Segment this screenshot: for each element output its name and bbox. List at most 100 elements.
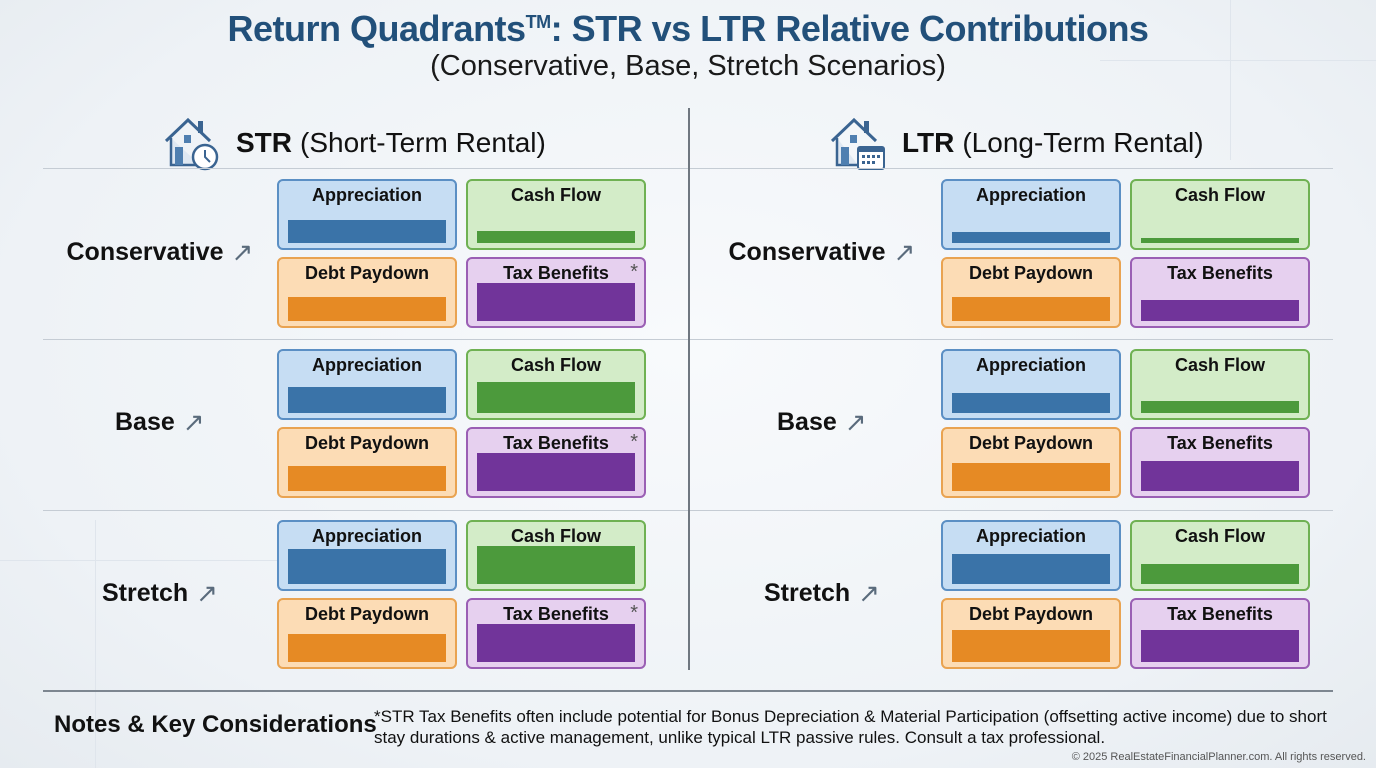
tile-label: Debt Paydown: [304, 433, 429, 453]
tile-label: Appreciation: [975, 185, 1086, 205]
ltr-base-cash-flow-tile: Cash Flow: [1130, 349, 1310, 420]
cash-flow-bar: [1141, 564, 1299, 584]
tile-label: Debt Paydown: [304, 604, 429, 624]
str-conservative-appreciation-tile: Appreciation: [277, 179, 457, 250]
appreciation-bar: [952, 554, 1110, 584]
tile-label: Debt Paydown: [968, 263, 1093, 283]
tile-label: Appreciation: [311, 526, 422, 546]
debt-paydown-bar: [288, 297, 446, 321]
scenario-label-stretch: Stretch↗: [764, 578, 880, 609]
debt-paydown-bar: [288, 634, 446, 662]
str-panel-header: STR(Short-Term Rental): [162, 115, 546, 171]
footnote-asterisk: *: [630, 431, 638, 453]
appreciation-bar: [952, 231, 1110, 243]
tile-label: Tax Benefits: [1167, 604, 1273, 624]
ltr-conservative-appreciation-tile: Appreciation: [941, 179, 1121, 250]
arrow-up-right-icon: ↗: [893, 237, 916, 267]
appreciation-bar: [952, 393, 1110, 413]
appreciation-bar: [288, 387, 446, 413]
appreciation-bar: [288, 548, 446, 584]
str-base-debt-paydown-tile: Debt Paydown: [277, 427, 457, 498]
scenario-label-conservative: Conservative↗: [67, 237, 254, 268]
tile-label: Cash Flow: [510, 526, 601, 546]
appreciation-bar: [288, 219, 446, 243]
scenario-label-base: Base↗: [777, 407, 867, 438]
tile-label: Cash Flow: [1174, 185, 1265, 205]
str-stretch-tax-benefits-tile: Tax Benefits *: [466, 598, 646, 669]
ltr-base-debt-paydown-tile: Debt Paydown: [941, 427, 1121, 498]
tax-benefits-bar: [1141, 630, 1299, 662]
ltr-stretch-appreciation-tile: Appreciation: [941, 520, 1121, 591]
ltr-base-appreciation-tile: Appreciation: [941, 349, 1121, 420]
tile-label: Appreciation: [975, 526, 1086, 546]
scenario-label-text: Conservative: [66, 238, 224, 266]
tax-benefits-bar: [477, 283, 635, 321]
tile-label: Tax Benefits: [1167, 433, 1273, 453]
str-conservative-tax-benefits-tile: Tax Benefits *: [466, 257, 646, 328]
ltr-conservative-debt-paydown-tile: Debt Paydown: [941, 257, 1121, 328]
str-conservative-debt-paydown-tile: Debt Paydown: [277, 257, 457, 328]
str-stretch-appreciation-tile: Appreciation: [277, 520, 457, 591]
ltr-stretch-debt-paydown-tile: Debt Paydown: [941, 598, 1121, 669]
page-title: Return QuadrantsTM: STR vs LTR Relative …: [227, 8, 1149, 49]
str-stretch-cash-flow-tile: Cash Flow: [466, 520, 646, 591]
house-clock-icon: [164, 117, 219, 171]
str-base-cash-flow-tile: Cash Flow: [466, 349, 646, 420]
scenario-label-stretch: Stretch↗: [102, 578, 218, 609]
cash-flow-bar: [477, 546, 635, 584]
notes-title: Notes & Key Considerations: [54, 711, 377, 738]
tile-label: Tax Benefits: [503, 433, 609, 453]
tile-label: Cash Flow: [510, 185, 601, 205]
str-base-tax-benefits-tile: Tax Benefits *: [466, 427, 646, 498]
tile-label: Debt Paydown: [968, 604, 1093, 624]
tile-label: Appreciation: [311, 355, 422, 375]
arrow-up-right-icon: ↗: [182, 407, 205, 437]
cash-flow-bar: [477, 381, 635, 413]
arrow-up-right-icon: ↗: [858, 578, 880, 608]
ltr-conservative-cash-flow-tile: Cash Flow: [1130, 179, 1310, 250]
tax-benefits-bar: [1141, 300, 1299, 321]
tile-label: Debt Paydown: [968, 433, 1093, 453]
ltr-stretch-cash-flow-tile: Cash Flow: [1130, 520, 1310, 591]
ltr-panel-header: LTR(Long-Term Rental): [828, 115, 1204, 171]
tile-label: Cash Flow: [1174, 526, 1265, 546]
footnote-asterisk: *: [630, 602, 638, 624]
tile-label: Appreciation: [975, 355, 1086, 375]
arrow-up-right-icon: ↗: [231, 237, 254, 267]
ltr-base-tax-benefits-tile: Tax Benefits: [1130, 427, 1310, 498]
tax-benefits-bar: [477, 453, 635, 491]
scenario-label-text: Base: [115, 408, 175, 436]
tile-label: Tax Benefits: [1167, 263, 1273, 283]
footnote-asterisk: *: [630, 261, 638, 283]
tile-label: Debt Paydown: [304, 263, 429, 283]
arrow-up-right-icon: ↗: [844, 407, 867, 437]
copyright: © 2025 RealEstateFinancialPlanner.com. A…: [1071, 751, 1366, 763]
tile-label: Cash Flow: [510, 355, 601, 375]
cash-flow-bar: [1141, 238, 1299, 243]
tile-label: Cash Flow: [1174, 355, 1265, 375]
scenario-label-text: Stretch: [102, 579, 189, 607]
notes-divider: [43, 690, 1333, 692]
debt-paydown-bar: [952, 630, 1110, 662]
str-stretch-debt-paydown-tile: Debt Paydown: [277, 598, 457, 669]
ltr-conservative-tax-benefits-tile: Tax Benefits: [1130, 257, 1310, 328]
cash-flow-bar: [1141, 401, 1299, 413]
notes-text: *STR Tax Benefits often include potentia…: [374, 707, 1327, 747]
str-base-appreciation-tile: Appreciation: [277, 349, 457, 420]
tile-label: Tax Benefits: [503, 263, 609, 283]
debt-paydown-bar: [288, 466, 446, 491]
scenario-label-text: Conservative: [728, 238, 886, 266]
panel-divider: [688, 108, 690, 670]
debt-paydown-bar: [952, 463, 1110, 491]
tax-benefits-bar: [1141, 461, 1299, 491]
house-calendar-icon: [830, 117, 885, 170]
scenario-label-conservative: Conservative↗: [729, 237, 916, 268]
ltr-stretch-tax-benefits-tile: Tax Benefits: [1130, 598, 1310, 669]
scenario-label-base: Base↗: [115, 407, 205, 438]
str-conservative-cash-flow-tile: Cash Flow: [466, 179, 646, 250]
page-subtitle: (Conservative, Base, Stretch Scenarios): [430, 50, 946, 82]
tax-benefits-bar: [477, 624, 635, 662]
tile-label: Tax Benefits: [503, 604, 609, 624]
scenario-label-text: Stretch: [764, 579, 851, 607]
scenario-label-text: Base: [777, 408, 837, 436]
